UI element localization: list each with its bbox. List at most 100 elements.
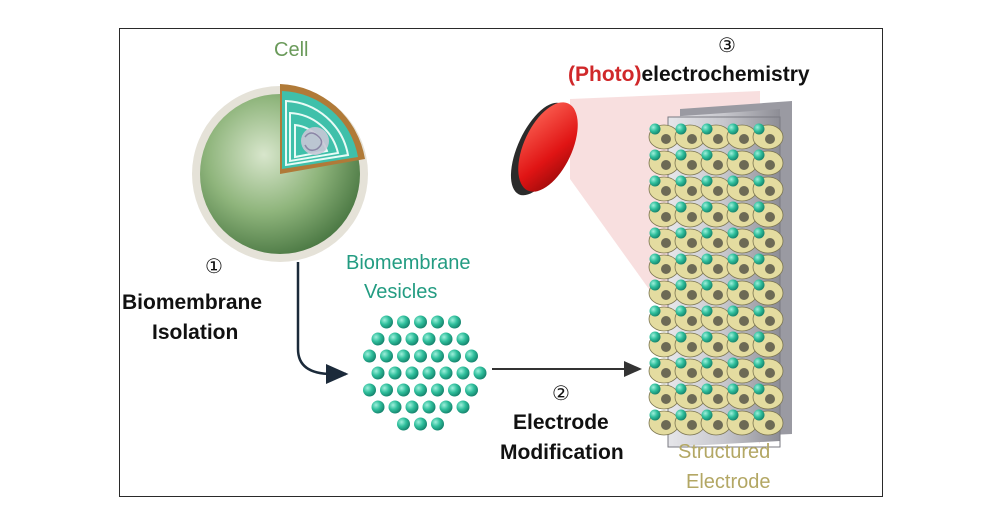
arrow-isolation xyxy=(296,262,349,384)
electrode-pore-hole xyxy=(661,238,671,248)
vesicles-label-line1: Biomembrane xyxy=(346,252,471,274)
attached-vesicle xyxy=(753,253,765,265)
attached-vesicle xyxy=(727,409,739,421)
attached-vesicle xyxy=(675,227,687,239)
electrode-pore-hole xyxy=(713,134,723,144)
attached-vesicle xyxy=(727,305,739,317)
electrode-pore-hole xyxy=(661,342,671,352)
attached-vesicle xyxy=(649,279,661,291)
vesicle xyxy=(431,417,444,431)
vesicle-cluster xyxy=(363,315,487,431)
attached-vesicle xyxy=(753,123,765,135)
light-source xyxy=(510,102,578,196)
vesicle xyxy=(465,383,478,397)
attached-vesicle xyxy=(701,409,713,421)
attached-vesicle xyxy=(701,279,713,291)
electrode-pore-hole xyxy=(739,290,749,300)
attached-vesicle xyxy=(701,123,713,135)
attached-vesicle xyxy=(753,409,765,421)
attached-vesicle xyxy=(701,227,713,239)
electrode-pore-hole xyxy=(661,394,671,404)
attached-vesicle xyxy=(753,383,765,395)
vesicle xyxy=(414,315,427,329)
electrode-pore-hole xyxy=(687,134,697,144)
attached-vesicle xyxy=(701,175,713,187)
attached-vesicle xyxy=(649,149,661,161)
electrode-pore-hole xyxy=(713,394,723,404)
electrode-pore-hole xyxy=(765,420,775,430)
electrode-pore-hole xyxy=(713,342,723,352)
vesicle xyxy=(448,315,461,329)
step1-label-line1: Biomembrane xyxy=(122,291,263,314)
vesicle xyxy=(422,332,436,346)
electrode-pore-hole xyxy=(687,420,697,430)
vesicle xyxy=(448,349,461,363)
attached-vesicle xyxy=(753,149,765,161)
electrode-pore-hole xyxy=(661,212,671,222)
electrode-pore-hole xyxy=(661,420,671,430)
attached-vesicle xyxy=(753,331,765,343)
vesicles-label-line2: Vesicles xyxy=(364,281,438,303)
vesicle xyxy=(448,383,461,397)
attached-vesicle xyxy=(753,305,765,317)
attached-vesicle xyxy=(727,331,739,343)
electrode-pore-hole xyxy=(765,290,775,300)
attached-vesicle xyxy=(727,227,739,239)
step3-number: ③ xyxy=(718,35,736,57)
electrode-pore-hole xyxy=(739,160,749,170)
electrode-pore-hole xyxy=(765,238,775,248)
vesicle xyxy=(414,417,427,431)
vesicle xyxy=(414,349,427,363)
attached-vesicle xyxy=(753,201,765,213)
step3-label: (Photo)electrochemistry xyxy=(568,63,810,87)
vesicle xyxy=(380,383,393,397)
vesicle xyxy=(431,315,444,329)
electrode-pore-hole xyxy=(687,316,697,326)
attached-vesicle xyxy=(675,305,687,317)
vesicle xyxy=(388,366,402,380)
attached-vesicle xyxy=(727,201,739,213)
vesicle xyxy=(405,332,419,346)
attached-vesicle xyxy=(649,201,661,213)
attached-vesicle xyxy=(649,175,661,187)
electrode-label-line1: Structured xyxy=(678,441,771,463)
attached-vesicle xyxy=(675,253,687,265)
electrode-pore-hole xyxy=(661,186,671,196)
electrode-pore-hole xyxy=(765,186,775,196)
vesicle xyxy=(456,366,470,380)
electrode-pore-hole xyxy=(739,264,749,274)
vesicle xyxy=(397,383,410,397)
electrode-label-line2: Electrode xyxy=(686,471,771,493)
electrode-pore-hole xyxy=(739,212,749,222)
attached-vesicle xyxy=(701,253,713,265)
attached-vesicle xyxy=(649,357,661,369)
attached-vesicle xyxy=(727,253,739,265)
attached-vesicle xyxy=(649,305,661,317)
attached-vesicle xyxy=(649,123,661,135)
electrode-pore-hole xyxy=(687,368,697,378)
vesicle xyxy=(414,383,427,397)
electrode-pore-hole xyxy=(739,134,749,144)
attached-vesicle xyxy=(727,175,739,187)
vesicle xyxy=(363,349,376,363)
electrode-pore-hole xyxy=(739,238,749,248)
electrode-pore-hole xyxy=(765,342,775,352)
attached-vesicle xyxy=(701,305,713,317)
vesicle xyxy=(380,315,393,329)
electrode-pore-hole xyxy=(713,186,723,196)
electrode-pore-hole xyxy=(739,186,749,196)
electrode-pore-hole xyxy=(713,316,723,326)
electrode-pore-hole xyxy=(713,160,723,170)
vesicle xyxy=(465,349,478,363)
vesicle xyxy=(405,366,419,380)
electrode-pore-hole xyxy=(687,290,697,300)
attached-vesicle xyxy=(753,175,765,187)
vesicle xyxy=(371,400,385,414)
diagram-canvas xyxy=(192,84,792,448)
electrode-pore-hole xyxy=(765,394,775,404)
electrode-pore-hole xyxy=(765,212,775,222)
electrode-pore-hole xyxy=(713,368,723,378)
electrode-pore-hole xyxy=(661,264,671,274)
attached-vesicle xyxy=(675,279,687,291)
vesicle xyxy=(473,366,487,380)
